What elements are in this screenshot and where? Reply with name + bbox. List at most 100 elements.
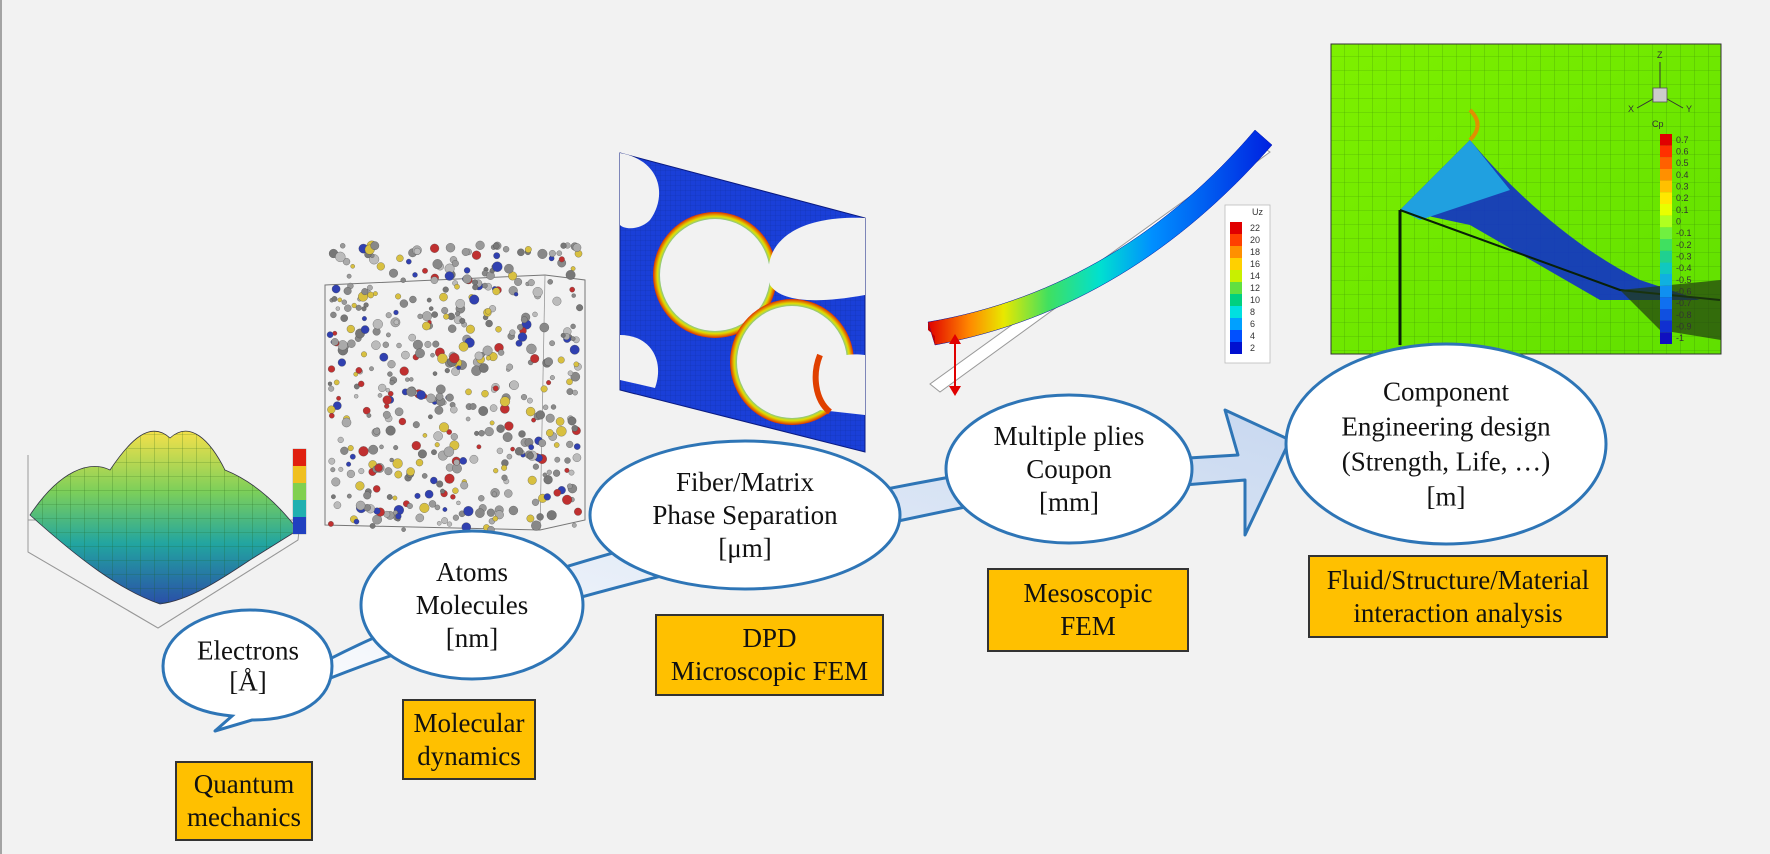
atom: [412, 421, 420, 429]
atom: [392, 495, 398, 501]
electron-density-plot: [27, 430, 307, 629]
atom: [504, 263, 514, 274]
atom: [367, 284, 373, 291]
atom: [428, 500, 437, 508]
atom: [370, 241, 380, 251]
atom: [386, 494, 393, 500]
atom: [570, 336, 576, 342]
ellipse-label-atoms: [nm]: [446, 623, 498, 653]
atom: [560, 242, 567, 249]
atom: [346, 469, 355, 478]
atom: [450, 406, 458, 414]
atom: [355, 304, 362, 311]
atom: [412, 272, 418, 278]
atom: [518, 430, 526, 438]
atom: [550, 404, 557, 410]
atom: [354, 394, 359, 399]
atom: [441, 307, 449, 314]
atom: [353, 371, 359, 377]
atom: [542, 472, 548, 478]
atom: [428, 414, 433, 420]
atom: [517, 332, 528, 342]
atom: [566, 378, 573, 386]
cfd-colorbar-tick: -1: [1676, 333, 1684, 343]
atom: [455, 299, 465, 309]
ellipse-label-electrons: Electrons: [197, 636, 299, 666]
atom: [491, 491, 497, 497]
atom: [436, 480, 444, 488]
axis-y-label: Y: [1686, 104, 1692, 114]
atom: [452, 514, 459, 521]
atom: [539, 322, 550, 333]
atom: [333, 401, 342, 410]
atom: [446, 429, 452, 435]
atom: [545, 413, 555, 423]
cfd-mesh-panel: Z Y X Cp 0.70.60.50.40.30.20.10-0.1-0.2-…: [1330, 43, 1722, 355]
atom: [399, 366, 409, 376]
atom: [401, 527, 406, 532]
atom: [536, 513, 544, 521]
beam-colorbar-swatch: [1230, 246, 1242, 258]
atom: [452, 487, 459, 494]
atom: [401, 350, 410, 360]
cfd-colorbar-swatch: [1660, 192, 1672, 204]
atom: [506, 453, 513, 460]
atom: [366, 413, 372, 418]
beam-colorbar-swatch: [1230, 282, 1242, 294]
atom: [358, 380, 365, 388]
atom: [424, 489, 434, 499]
cfd-colorbar-swatch: [1660, 145, 1672, 158]
atom: [501, 474, 508, 481]
atom: [326, 331, 334, 338]
atom: [543, 475, 553, 485]
atom: [385, 312, 392, 319]
atom: [367, 291, 374, 299]
cfd-colorbar-title: Cp: [1652, 119, 1664, 129]
atom: [327, 405, 336, 414]
atom: [572, 389, 578, 396]
beam-colorbar-tick: 12: [1250, 283, 1260, 293]
atom: [493, 242, 500, 250]
atom: [331, 477, 341, 487]
atom: [336, 395, 341, 401]
method-line: interaction analysis: [1353, 597, 1563, 628]
atom: [430, 352, 435, 358]
atom: [434, 405, 444, 415]
atom: [331, 284, 341, 294]
atom: [373, 485, 381, 493]
atom: [331, 338, 339, 346]
method-line: dynamics: [417, 740, 521, 771]
atom: [572, 243, 582, 252]
atom: [337, 340, 348, 351]
atom: [469, 403, 477, 410]
atom: [434, 504, 441, 511]
atom: [567, 370, 574, 376]
beam-colorbar-tick: 8: [1250, 307, 1255, 317]
atom: [479, 363, 489, 373]
atom: [572, 453, 582, 462]
atom: [478, 495, 485, 502]
atom: [496, 447, 504, 455]
ellipse-label-component: Component: [1383, 377, 1509, 407]
cfd-colorbar-swatch: [1660, 332, 1672, 344]
atom: [434, 442, 440, 448]
atom: [389, 380, 395, 386]
atom: [484, 308, 492, 315]
atom: [566, 440, 574, 448]
atom: [553, 469, 561, 477]
atom: [414, 492, 421, 499]
cfd-colorbar-tick: -0.7: [1676, 298, 1692, 308]
atom: [458, 341, 469, 352]
method-line: Microscopic FEM: [670, 656, 869, 686]
atom: [524, 246, 532, 253]
atom: [571, 522, 577, 528]
atom: [361, 316, 367, 322]
cfd-colorbar-swatch: [1660, 169, 1672, 181]
ellipse-label-plies: Coupon: [1026, 454, 1112, 484]
atom: [385, 388, 390, 393]
cfd-colorbar-tick: 0.1: [1676, 205, 1689, 215]
atom: [478, 406, 489, 416]
atom: [330, 311, 337, 319]
